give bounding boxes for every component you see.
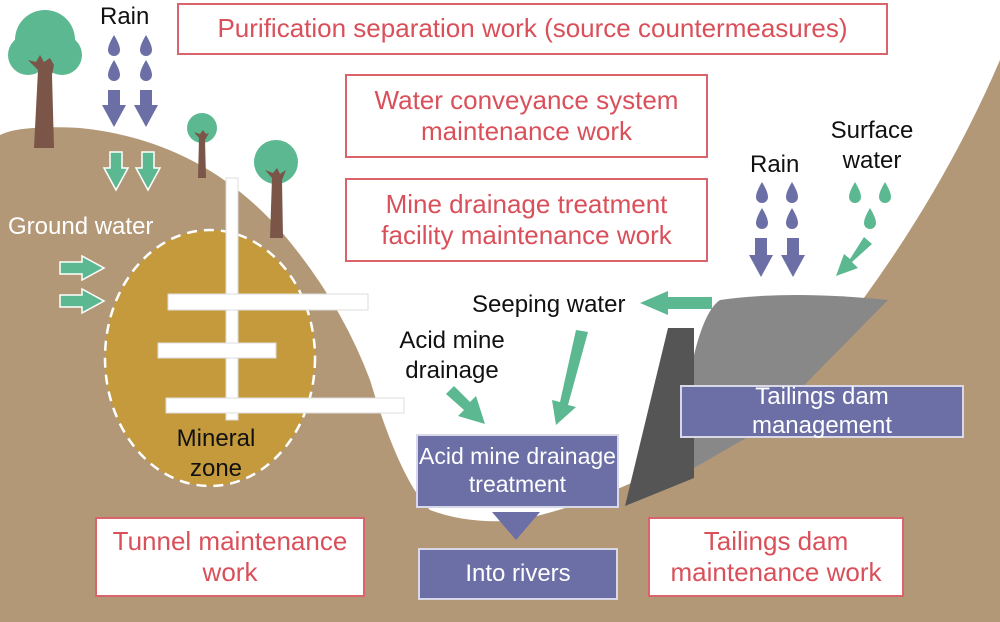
purification-work-box: Purification separation work (source cou… [177, 3, 888, 55]
tunnel-work-box: Tunnel maintenance work [95, 517, 365, 597]
tailings-dam [625, 328, 694, 506]
tree-icon [187, 113, 217, 178]
flow-down-arrow-icon [492, 512, 540, 540]
tailings-dam-work-box: Tailings dam maintenance work [648, 517, 904, 597]
water-arrow-icon [59, 151, 162, 315]
rain-drops-icon [108, 35, 798, 229]
tree-icon [8, 10, 82, 148]
tree-icon [254, 140, 298, 238]
tunnels [157, 177, 405, 421]
water-conveyance-work-box: Water conveyance system maintenance work [345, 74, 708, 158]
mine-drainage-work-box: Mine drainage treatment facility mainten… [345, 178, 708, 262]
dam-management-box: Tailings dam management [680, 383, 964, 439]
treatment-box: Acid mine drainage treatment [416, 434, 619, 508]
rain-arrow-icon [102, 90, 805, 277]
mineral-zone-label: Mineral zone [176, 425, 256, 482]
surface-water-label: Surface water [830, 117, 914, 174]
acid-mine-drainage-label: Acid mine drainage [399, 327, 505, 384]
ground [0, 60, 1000, 622]
rain-label-right: Rain [750, 151, 800, 178]
rain-label: Rain [100, 3, 150, 30]
surface-water-drops-icon [849, 182, 891, 229]
flow-arrow-icon [446, 237, 872, 425]
ground-water-label: Ground water [8, 213, 154, 240]
into-rivers-box: Into rivers [418, 548, 618, 600]
seeping-water-label: Seeping water [472, 291, 626, 318]
